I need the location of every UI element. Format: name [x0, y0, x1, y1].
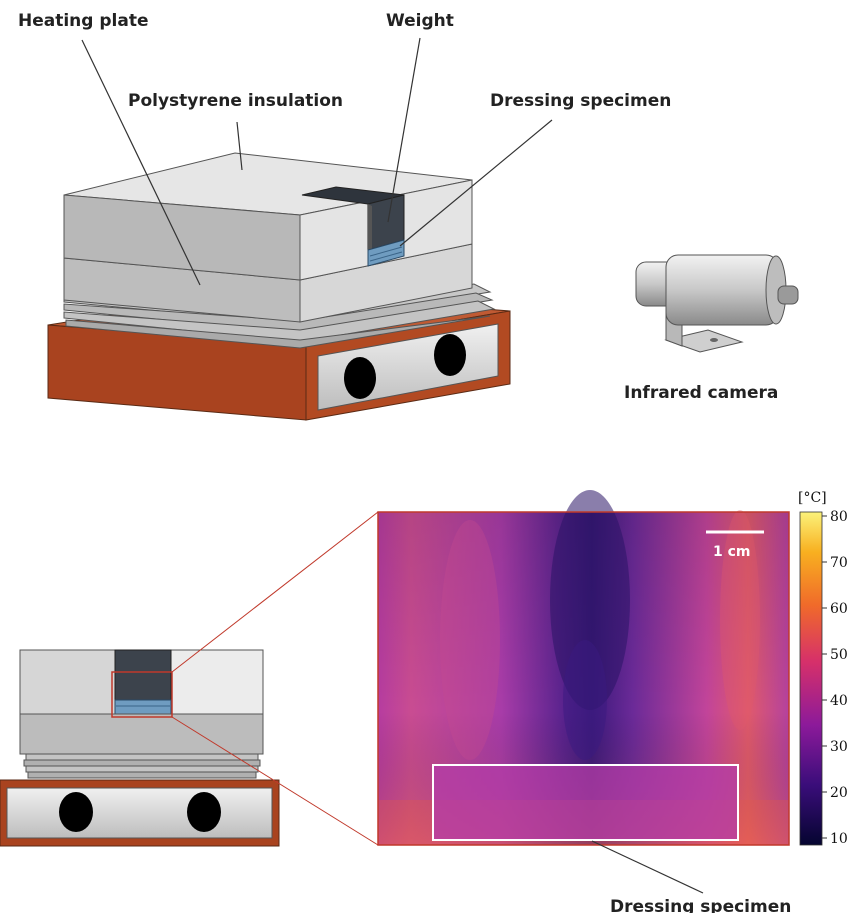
- camera-lens: [777, 285, 799, 305]
- zoom-source-box: [111, 671, 173, 718]
- front-weight: [114, 649, 172, 701]
- thermal-dressing-region: [433, 765, 738, 840]
- thermal-image: 1 cm: [377, 490, 790, 846]
- colorbar-tick-label: 30: [830, 739, 848, 755]
- base-hole-right: [434, 334, 466, 376]
- weight-side: [368, 204, 372, 252]
- colorbar-tick-label: 40: [830, 693, 848, 709]
- leader-line-bottom: [591, 840, 704, 894]
- front-heating-plate: [19, 713, 264, 755]
- colorbar-tick-label: 80: [830, 509, 848, 525]
- label-heating-plate: Heating plate: [18, 11, 149, 31]
- base-hole-left: [344, 357, 376, 399]
- scale-bar-label: 1 cm: [713, 544, 751, 560]
- colorbar-unit: [°C]: [798, 490, 827, 506]
- leader-lines-top: [81, 37, 553, 286]
- label-weight: Weight: [386, 11, 454, 31]
- apparatus-front-view: [0, 649, 280, 847]
- colorbar: [°C] 80 70 60 50 40 30 20 10: [798, 490, 848, 847]
- colorbar-tick-label: 10: [830, 831, 848, 847]
- label-infrared-camera: Infrared camera: [624, 383, 778, 403]
- camera-body: [665, 254, 779, 326]
- label-dressing-specimen-bottom: Dressing specimen: [610, 897, 791, 913]
- colorbar-tick-label: 70: [830, 555, 848, 571]
- colorbar-gradient: [799, 511, 823, 846]
- apparatus-3d: [47, 152, 511, 421]
- colorbar-ticks: 80 70 60 50 40 30 20 10: [822, 509, 848, 847]
- colorbar-tick-label: 60: [830, 601, 848, 617]
- camera-mount-base: [664, 329, 744, 353]
- colorbar-tick-label: 50: [830, 647, 848, 663]
- front-dressing-specimen: [114, 699, 172, 715]
- label-polystyrene-insulation: Polystyrene insulation: [128, 91, 343, 111]
- colorbar-tick-label: 20: [830, 785, 848, 801]
- front-hole-left: [59, 792, 93, 832]
- label-dressing-specimen-top: Dressing specimen: [490, 91, 671, 111]
- front-heating-fins: [23, 753, 261, 779]
- front-hole-right: [187, 792, 221, 832]
- front-base-opening: [6, 787, 273, 839]
- infrared-camera: [635, 254, 799, 353]
- zoom-lines: [171, 511, 379, 846]
